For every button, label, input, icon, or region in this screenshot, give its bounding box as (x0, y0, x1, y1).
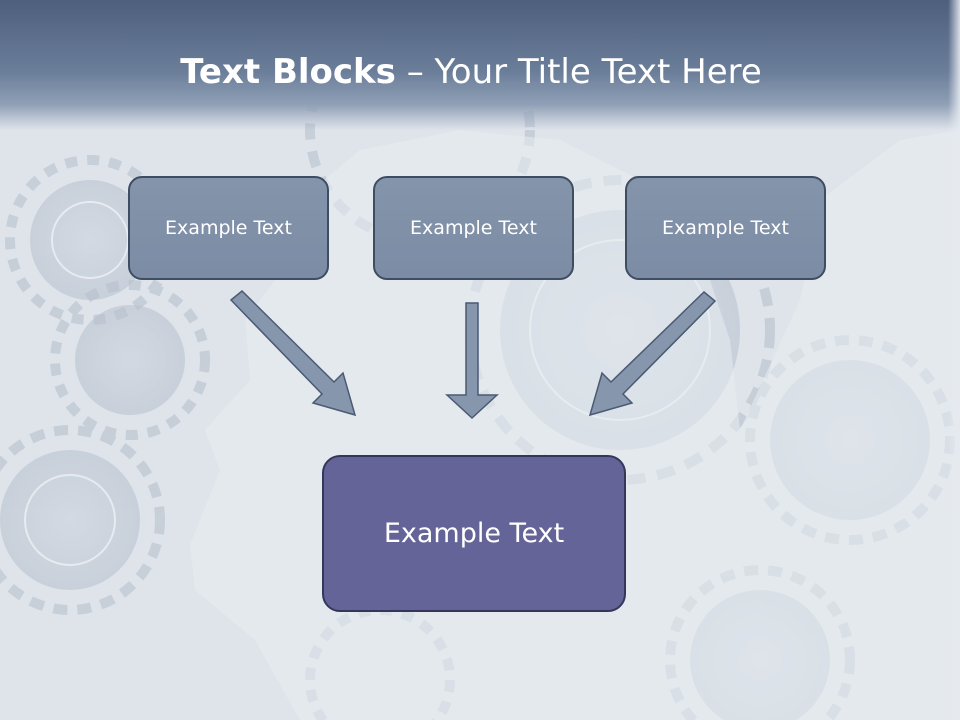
title-dash: – (395, 52, 435, 92)
text-block-top-center[interactable]: Example Text (373, 176, 574, 280)
title-banner (0, 0, 960, 130)
title-bold-part: Text Blocks (180, 52, 396, 92)
text-block-label: Example Text (410, 217, 537, 239)
text-block-bottom[interactable]: Example Text (322, 455, 626, 612)
text-block-label: Example Text (662, 217, 789, 239)
slide-title: Text Blocks – Your Title Text Here (0, 52, 942, 92)
text-block-top-right[interactable]: Example Text (625, 176, 826, 280)
text-block-top-left[interactable]: Example Text (128, 176, 329, 280)
text-block-label: Example Text (165, 217, 292, 239)
text-block-label: Example Text (383, 518, 565, 549)
right-edge-strip (948, 0, 960, 720)
title-rest-part: Your Title Text Here (434, 52, 762, 92)
